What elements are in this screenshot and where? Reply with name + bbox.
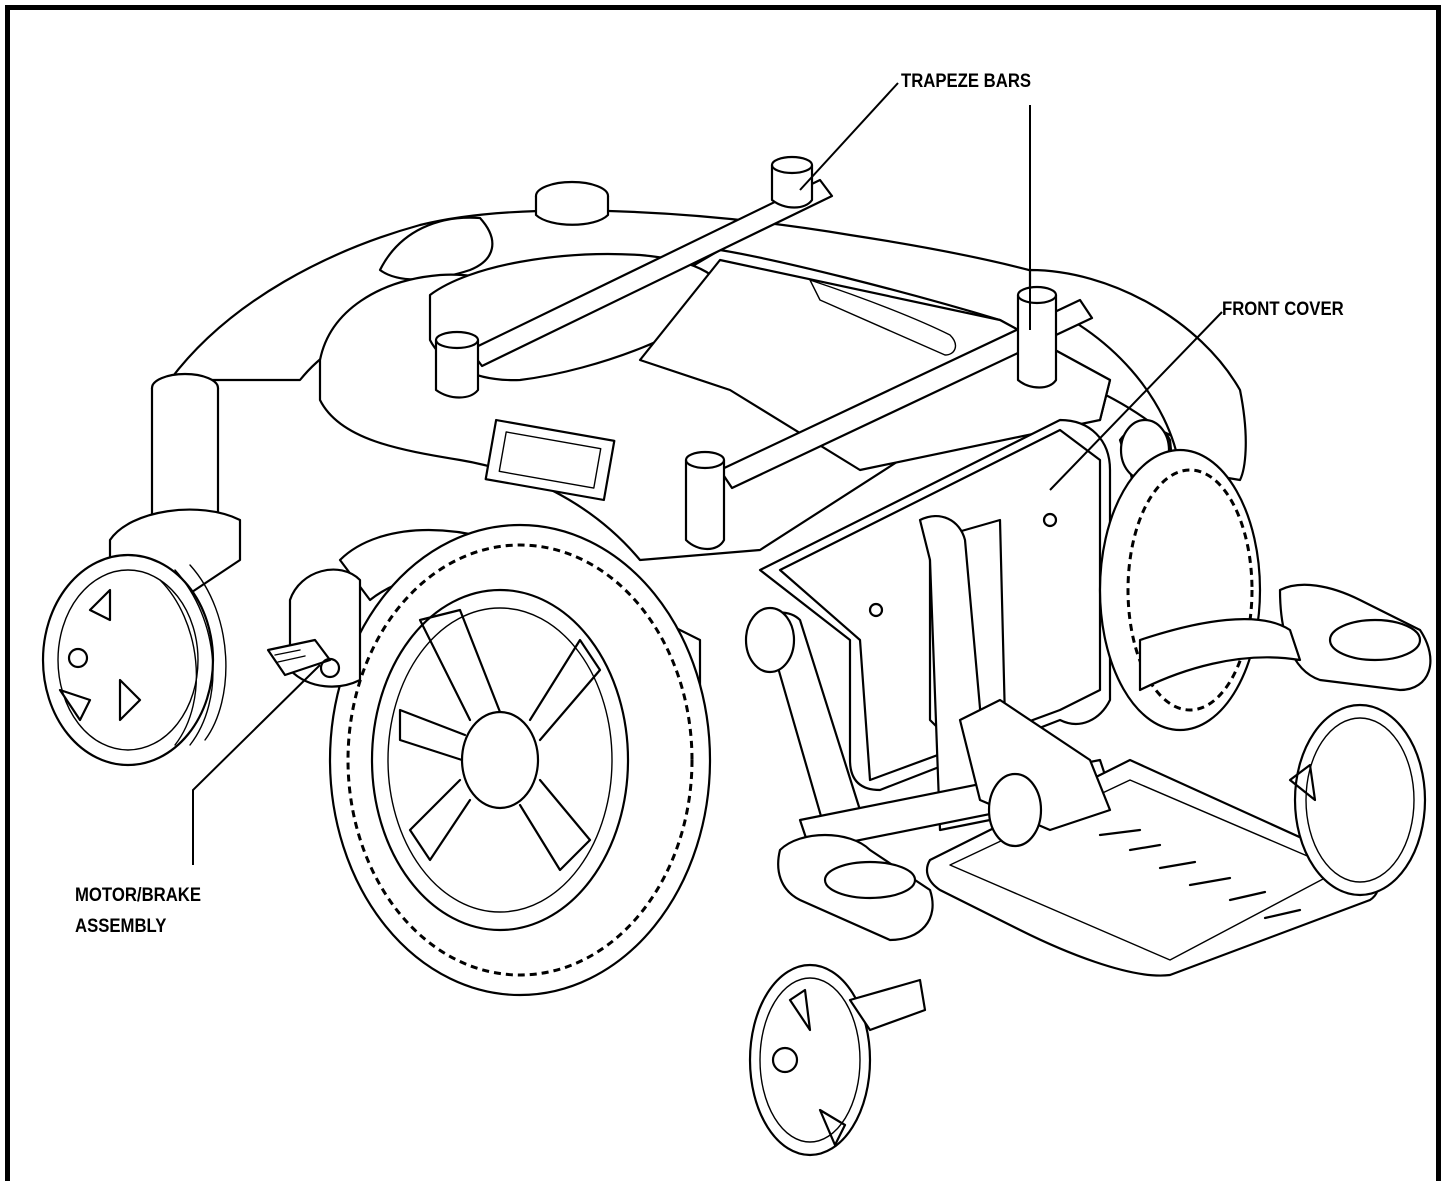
rear-left-caster [41,372,242,767]
label-motor-brake-assembly: MOTOR/BRAKE ASSEMBLY [75,880,201,942]
motor-brake [266,568,362,688]
leader-trapeze-bar-1 [799,82,899,191]
leader-lines [192,82,1223,865]
trapeze-bars [434,155,1094,551]
left-drive-wheel [328,523,712,997]
leader-motor-brake [192,664,321,865]
label-motor-brake-line2: ASSEMBLY [75,916,167,937]
rear-right-wheel [1098,448,1262,732]
diagram-frame [5,5,1441,1181]
leader-front-cover [1049,311,1223,491]
front-right-caster [1138,583,1432,897]
front-left-caster [748,834,934,1157]
label-motor-brake-line1: MOTOR/BRAKE [75,885,202,906]
label-front-cover: FRONT COVER [1222,299,1344,320]
label-trapeze-bars: TRAPEZE BARS [901,71,1032,92]
